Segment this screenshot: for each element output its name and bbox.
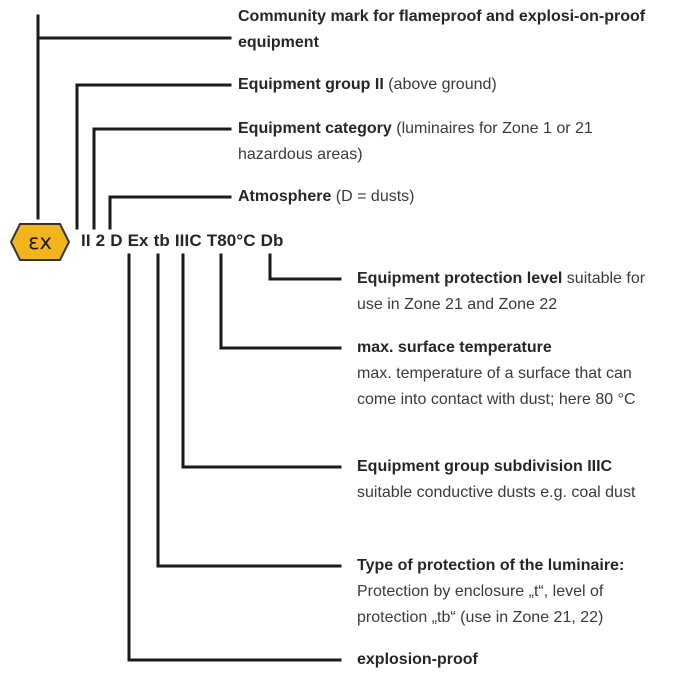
ex-mark-text: εx — [28, 230, 52, 254]
label-community-mark: Community mark for flameproof and explos… — [238, 8, 646, 51]
label-epl: Equipment protection level suitable for … — [357, 270, 646, 313]
code-category: 2 — [95, 231, 106, 250]
code-group: II — [81, 231, 91, 250]
code-protection: tb — [153, 231, 170, 250]
label-equipment-group: Equipment group II (above ground) — [238, 76, 497, 93]
label-equipment-category: Equipment category (luminaires for Zone … — [238, 120, 593, 163]
code-ex: Ex — [127, 231, 149, 250]
ex-hexagon-icon — [9, 223, 71, 261]
line-equipment-category — [92, 127, 232, 230]
line-atmosphere — [108, 195, 232, 230]
line-explosion-proof — [127, 253, 342, 662]
label-atmosphere: Atmosphere (D = dusts) — [238, 188, 415, 205]
line-epl — [268, 253, 342, 281]
code-epl: Db — [260, 231, 284, 250]
line-subdivision — [181, 253, 342, 469]
label-explosion-proof: explosion-proof — [357, 651, 478, 668]
code-temperature: T80°C — [206, 231, 256, 250]
line-equipment-group — [75, 83, 232, 230]
line-protection-type — [156, 253, 342, 568]
label-protection-type: Type of protection of the luminaire:Prot… — [357, 557, 625, 626]
code-subdivision: IIIC — [174, 231, 202, 250]
code-atmosphere: D — [110, 231, 123, 250]
line-max-temp — [219, 253, 342, 350]
